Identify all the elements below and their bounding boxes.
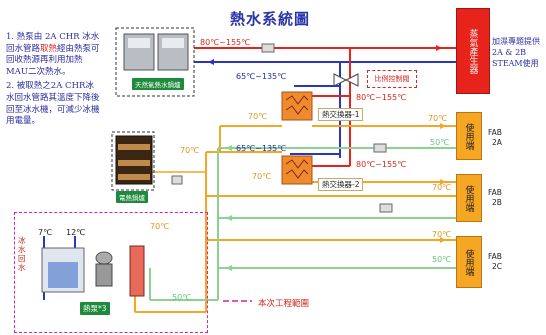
temp-65-135-a: 65℃~135℃ [236, 72, 286, 81]
temp-70-f: 70℃ [432, 230, 451, 239]
temp-80-155-b: 80℃~155℃ [356, 160, 406, 169]
heat-exchanger-2-label: 熱交換器-2 [318, 178, 363, 191]
user-box-2c: 使用端 [456, 236, 482, 288]
notes-block: 1. 熱泵由 2A CHR 冰水回水管路取熱經由熱泵可回收熱源再利用加熱MAU二… [6, 32, 102, 131]
temp-80-155-a: 80℃~155℃ [356, 93, 406, 102]
natural-gas-boiler-graphic [124, 34, 188, 70]
diagram-title: 熱水系統圖 [230, 8, 310, 29]
electric-boiler-label: 電熱鍋爐 [116, 191, 148, 203]
electric-boiler-graphic [116, 136, 152, 184]
valve-hx2 [380, 204, 392, 212]
steam-note: 加濕專題提供2A & 2B STEAM使用 [492, 36, 546, 69]
valve-top [262, 44, 274, 52]
valve-electric [172, 176, 182, 184]
note-2: 2. 被取熱之2A CHR冰水回水管路其溫度下降後回至冰水機，可減少冰機用電量。 [6, 81, 102, 127]
ratio-control-label: 比例控制閥 [367, 70, 417, 88]
temp-70-d: 70℃ [252, 172, 271, 181]
steam-generator: 蒸氣產生器 [456, 8, 490, 94]
temp-65-135-b: 65℃~135℃ [236, 144, 286, 153]
temp-80-155-top: 80℃~155℃ [200, 38, 250, 47]
natural-gas-boiler-label: 天然氣熱水鍋爐 [132, 78, 184, 90]
valve-hx1 [374, 144, 386, 152]
temp-50-b: 50℃ [432, 255, 451, 264]
user-box-2b: 使用端 [456, 174, 482, 222]
temp-70-a: 70℃ [248, 112, 267, 121]
heat-exchanger-1-graphic [282, 92, 312, 120]
temp-70-b: 70℃ [428, 114, 447, 123]
temp-70-c: 70℃ [180, 146, 199, 155]
heat-exchanger-2-graphic [282, 156, 312, 184]
ratio-control-valve [334, 74, 358, 86]
temp-70-e: 70℃ [432, 183, 451, 192]
legend-project-scope: 本次工程範圍 [258, 297, 309, 309]
project-scope-region [14, 212, 208, 333]
temp-50-a: 50℃ [430, 138, 449, 147]
heat-exchanger-1-label: 熱交換器-1 [318, 108, 363, 121]
note-1: 1. 熱泵由 2A CHR 冰水回水管路取熱經由熱泵可回收熱源再利用加熱MAU二… [6, 32, 102, 78]
user-box-2a: 使用端 [456, 112, 482, 160]
